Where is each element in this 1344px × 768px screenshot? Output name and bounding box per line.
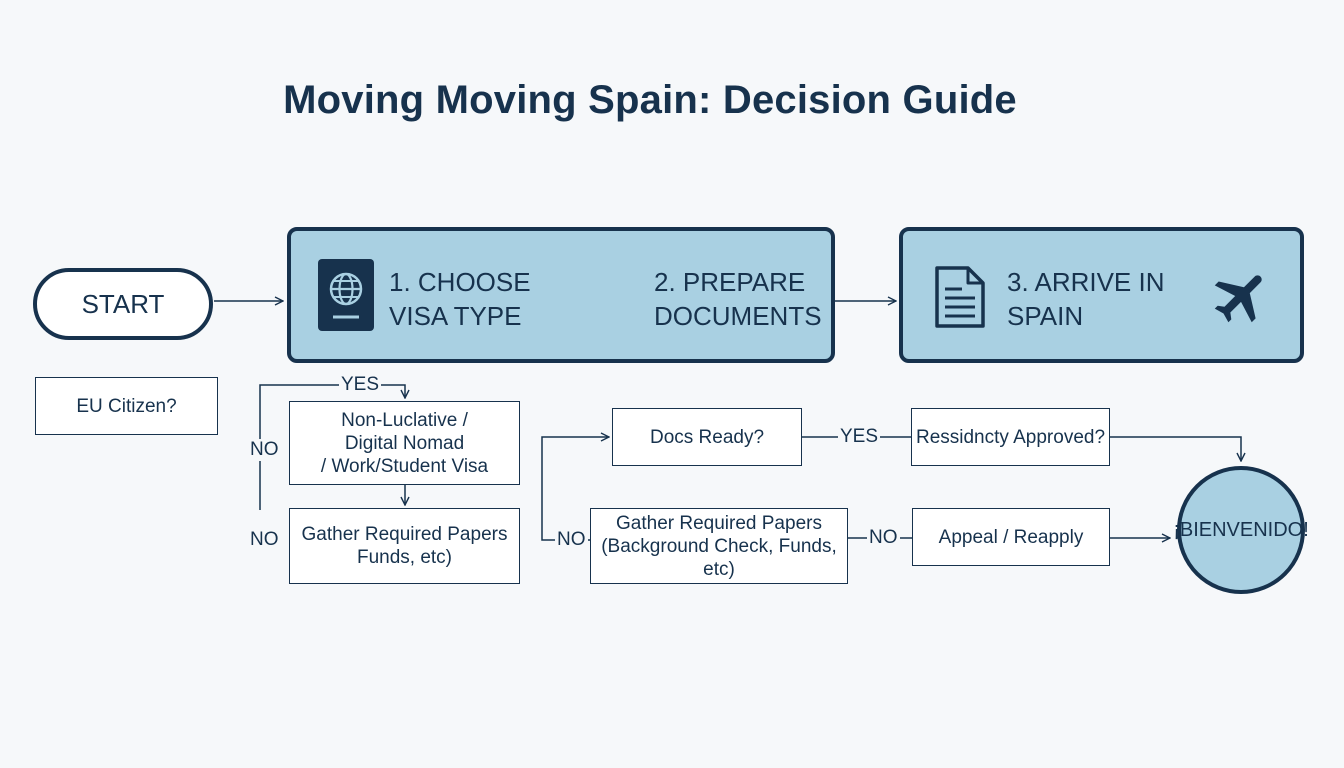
eu-citizen-box: EU Citizen? [35, 377, 218, 435]
appeal-box: Appeal / Reapply [912, 508, 1110, 566]
yes-label-top: YES [339, 374, 382, 396]
page-title: Moving Moving Spain: Decision Guide [283, 78, 1017, 122]
start-node: START [33, 268, 213, 340]
no-label-mid: NO [555, 529, 588, 551]
airplane-icon [1214, 275, 1262, 323]
stage-prepare-label: 2. PREPARE DOCUMENTS [654, 267, 822, 331]
arrow-residency-to-end [1110, 436, 1241, 461]
welcome-end-node: ¡BIENVENIDO! [1173, 466, 1309, 594]
yes-label-mid: YES [838, 426, 881, 448]
stage-arrive: 3. ARRIVE IN SPAIN [899, 227, 1304, 363]
no-label-appeal: NO [867, 527, 900, 549]
stage-choose-label: 1. CHOOSE VISA TYPE [389, 267, 531, 331]
gather-papers-mid-box: Gather Required Papers (Background Check… [590, 508, 848, 584]
stage-choose-prepare: 1. CHOOSE VISA TYPE 2. PREPARE DOCUMENTS [287, 227, 835, 363]
gather-papers-left-box: Gather Required Papers Funds, etc) [289, 508, 520, 584]
docs-ready-box: Docs Ready? [612, 408, 802, 466]
residency-approved-box: Ressidncty Approved? [911, 408, 1110, 466]
no-label-left-2: NO [248, 529, 281, 551]
stage-arrive-label: 3. ARRIVE IN SPAIN [1007, 267, 1165, 331]
visa-options-box: Non-Luclative / Digital Nomad / Work/Stu… [289, 401, 520, 485]
no-label-left-1: NO [248, 439, 281, 461]
document-icon [935, 266, 985, 328]
passport-icon [318, 259, 374, 331]
